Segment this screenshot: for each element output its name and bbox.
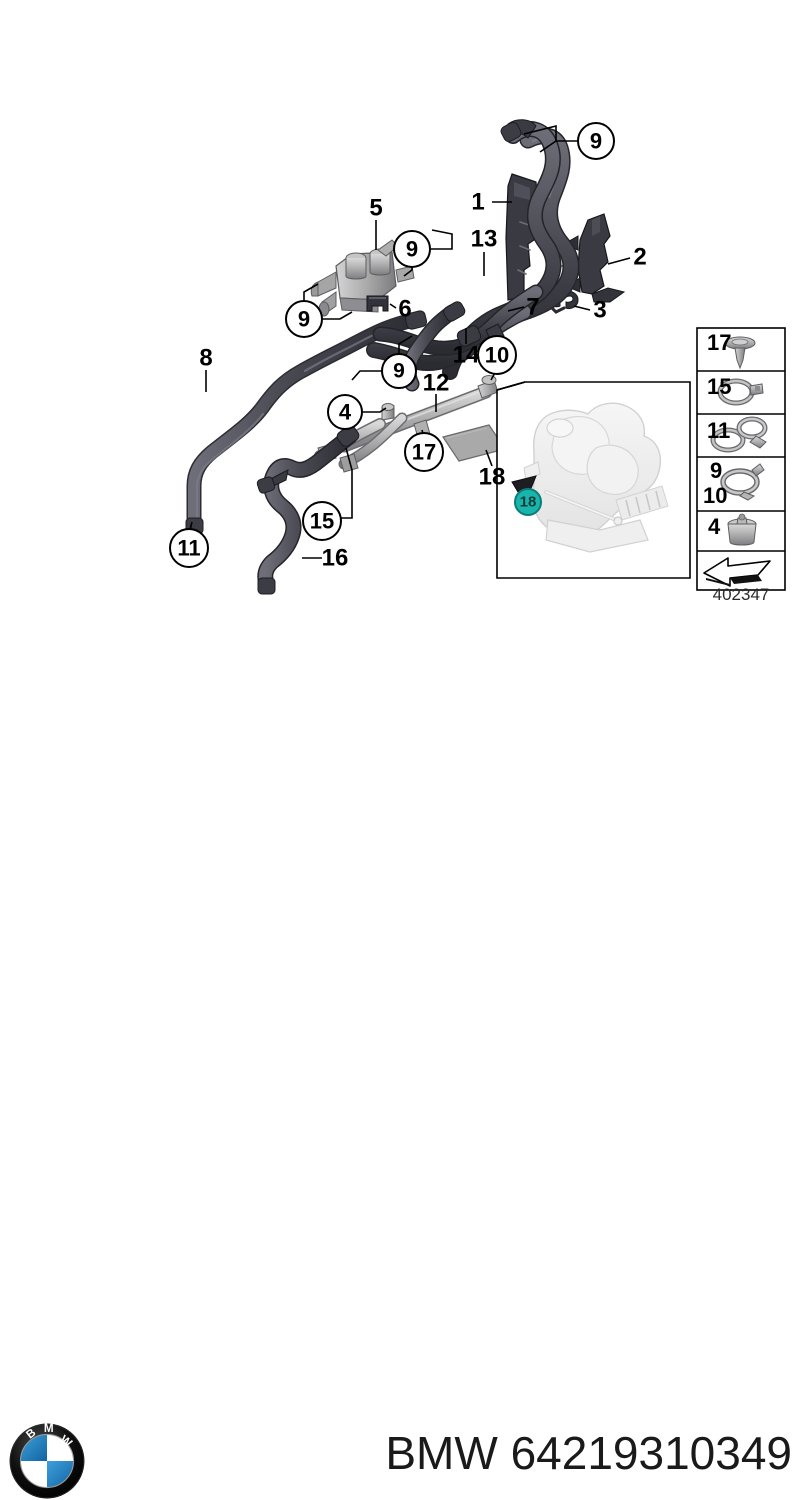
callout-9-valve-right[interactable]: 9: [393, 230, 431, 268]
callout-circle: [393, 230, 431, 268]
legend-label-9: 9: [710, 458, 722, 483]
part-hose-16: [256, 425, 360, 595]
callout-label: 11: [177, 536, 200, 561]
legend-label-17: 17: [707, 330, 731, 355]
legend-icon-hose-clamp-tab: [717, 378, 764, 406]
callout-label: 9: [298, 307, 310, 332]
footer-bar: B M W BMW 64219310349: [0, 700, 800, 1499]
callout-labels: 1 2 3 4 5 6 7 8 9: [169, 122, 769, 604]
diagram-artwork: [185, 119, 786, 595]
legend-icon-hose-clamp: [720, 463, 765, 501]
callout-4[interactable]: 4: [327, 394, 363, 430]
callout-label: 18: [520, 494, 537, 511]
callout-label: 15: [310, 509, 334, 534]
callout-label: 7: [526, 294, 539, 321]
legend-panel: [696, 327, 786, 591]
callout-13[interactable]: 13: [471, 226, 498, 253]
callout-label: 9: [406, 237, 418, 262]
legend-icon-grommet-plug: [727, 513, 757, 546]
legend-label-11: 11: [707, 418, 730, 443]
callout-label: 3: [593, 297, 606, 324]
callout-label: 18: [479, 464, 506, 491]
callout-5[interactable]: 5: [369, 195, 382, 222]
legend-icon-direction-arrow: [703, 557, 771, 587]
callout-17[interactable]: 17: [404, 432, 444, 472]
callout-11[interactable]: 11: [169, 528, 209, 568]
callout-9-top[interactable]: 9: [577, 122, 615, 160]
callout-8[interactable]: 8: [199, 345, 212, 372]
callout-circle: [327, 394, 363, 430]
callout-2[interactable]: 2: [633, 244, 646, 271]
callout-label: 10: [485, 343, 509, 368]
legend-icon-double-hose-clamp: [710, 416, 768, 453]
callout-3[interactable]: 3: [593, 297, 606, 324]
callout-16[interactable]: 16: [322, 545, 349, 572]
legend-label-10: 10: [703, 483, 727, 508]
legend-icon-push-pin-rivet: [724, 336, 756, 370]
callout-circle: [404, 432, 444, 472]
callout-label: 8: [199, 345, 212, 372]
callout-circle: [577, 122, 615, 160]
callout-label: 2: [633, 244, 646, 271]
callout-circle: [285, 300, 323, 338]
callout-label: 5: [369, 195, 382, 222]
callout-label: 14: [453, 342, 480, 369]
parts-diagram-canvas: 1 2 3 4 5 6 7 8 9: [0, 119, 800, 1499]
callout-label: 9: [393, 360, 405, 383]
callout-6[interactable]: 6: [398, 296, 411, 323]
callout-18[interactable]: 18: [479, 464, 506, 491]
callout-label: 1: [471, 189, 484, 216]
callout-18-inset-highlight[interactable]: 18: [520, 494, 537, 511]
callout-label: 17: [412, 440, 436, 465]
drawing-reference: 402347: [713, 585, 770, 604]
callout-1[interactable]: 1: [471, 189, 484, 216]
callout-7[interactable]: 7: [526, 294, 539, 321]
callout-label: 6: [398, 296, 411, 323]
leader-lines: [188, 124, 631, 559]
callout-circle: [302, 501, 342, 541]
callout-label: 16: [322, 545, 349, 572]
footer-part-number: BMW 64219310349: [385, 1427, 792, 1479]
callout-circle: [169, 528, 209, 568]
callout-14[interactable]: 14: [453, 342, 480, 369]
legend-label-15: 15: [707, 374, 731, 399]
legend-label-4: 4: [708, 514, 721, 539]
callout-label: 9: [590, 129, 602, 154]
part-clip-6: [366, 295, 389, 312]
callout-circle: [477, 335, 517, 375]
callout-label: 12: [423, 370, 450, 397]
callout-9-valve-left[interactable]: 9: [285, 300, 323, 338]
callout-10[interactable]: 10: [477, 335, 517, 375]
callout-circle: [381, 353, 417, 389]
legend-row-labels: 17 15 11 9 10 4 402347: [703, 330, 769, 604]
callout-label: 4: [339, 400, 352, 425]
callout-12[interactable]: 12: [423, 370, 450, 397]
inset-vehicle-view: [496, 381, 691, 579]
callout-9-center[interactable]: 9: [381, 353, 417, 389]
callout-15[interactable]: 15: [302, 501, 342, 541]
callout-label: 13: [471, 226, 498, 253]
